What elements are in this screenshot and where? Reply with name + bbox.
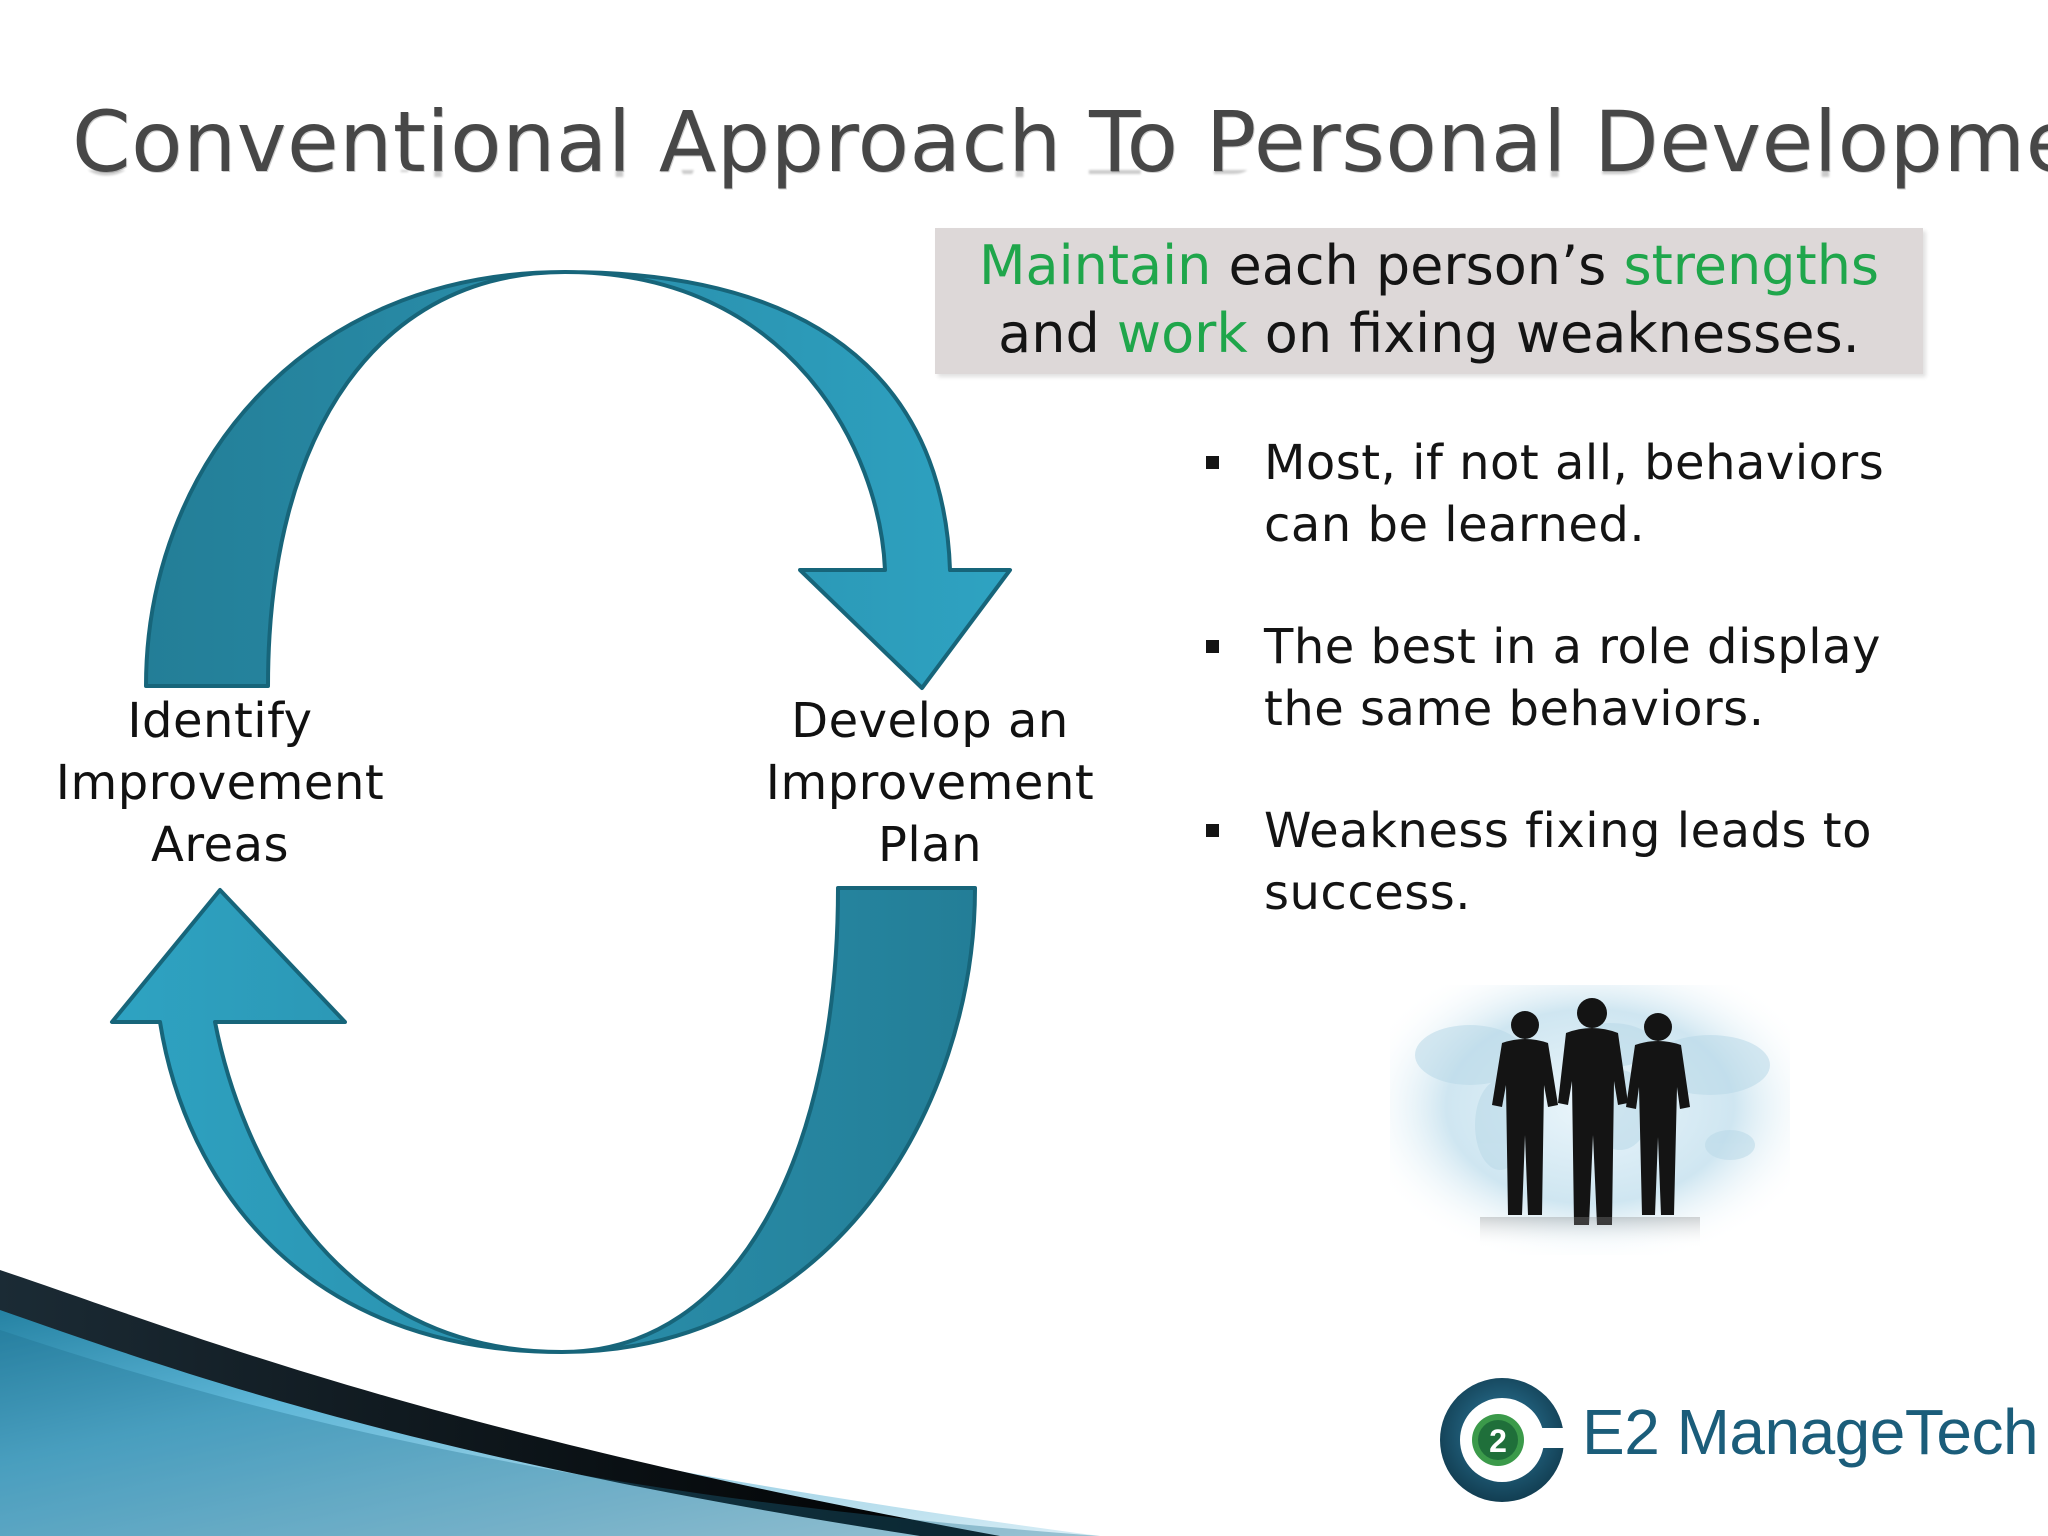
callout-line-1: Maintain each person’s strengths bbox=[935, 232, 1923, 300]
label-line: Plan bbox=[877, 817, 983, 873]
list-item: Weakness fixing leads to success. bbox=[1196, 800, 1956, 924]
square-bullet-icon bbox=[1206, 640, 1219, 653]
company-logo: 2 E2 ManageTech bbox=[1432, 1368, 2039, 1508]
curved-arrow-right-icon bbox=[144, 270, 1012, 690]
callout-text: and bbox=[998, 302, 1117, 365]
cycle-label-develop: Develop an Improvement Plan bbox=[750, 690, 1110, 876]
label-line: Identify bbox=[127, 693, 313, 749]
callout-highlight-strengths: strengths bbox=[1623, 234, 1880, 297]
square-bullet-icon bbox=[1206, 824, 1219, 837]
logo-mark-text: 2 bbox=[1489, 1423, 1507, 1459]
callout-box: Maintain each person’s strengths and wor… bbox=[935, 228, 1923, 374]
callout-highlight-maintain: Maintain bbox=[978, 234, 1212, 297]
decorative-swoosh bbox=[0, 1270, 1100, 1536]
list-item: The best in a role display the same beha… bbox=[1196, 616, 1956, 740]
callout-text: each person’s bbox=[1211, 234, 1624, 297]
cycle-label-identify: Identify Improvement Areas bbox=[40, 690, 400, 876]
business-people-silhouette bbox=[1390, 985, 1790, 1255]
label-line: Areas bbox=[151, 817, 289, 873]
callout-highlight-work: work bbox=[1116, 302, 1248, 365]
bullet-list: Most, if not all, behaviors can be learn… bbox=[1196, 432, 1956, 984]
e2-logo-icon: 2 bbox=[1440, 1378, 1572, 1502]
callout-text: on fixing weaknesses. bbox=[1247, 302, 1860, 365]
logo-text: E2 ManageTech bbox=[1582, 1396, 2039, 1468]
label-line: Improvement bbox=[765, 755, 1095, 811]
bullet-text: Most, if not all, behaviors can be learn… bbox=[1264, 435, 1885, 553]
label-line: Improvement bbox=[55, 755, 385, 811]
bullet-text: Weakness fixing leads to success. bbox=[1264, 803, 1872, 921]
curved-arrow-left-icon bbox=[110, 886, 977, 1354]
bullet-text: The best in a role display the same beha… bbox=[1264, 619, 1881, 737]
label-line: Develop an bbox=[791, 693, 1069, 749]
list-item: Most, if not all, behaviors can be learn… bbox=[1196, 432, 1956, 556]
square-bullet-icon bbox=[1206, 456, 1219, 469]
callout-line-2: and work on fixing weaknesses. bbox=[935, 300, 1923, 368]
page-title: Conventional Approach To Personal Develo… bbox=[72, 93, 2048, 191]
